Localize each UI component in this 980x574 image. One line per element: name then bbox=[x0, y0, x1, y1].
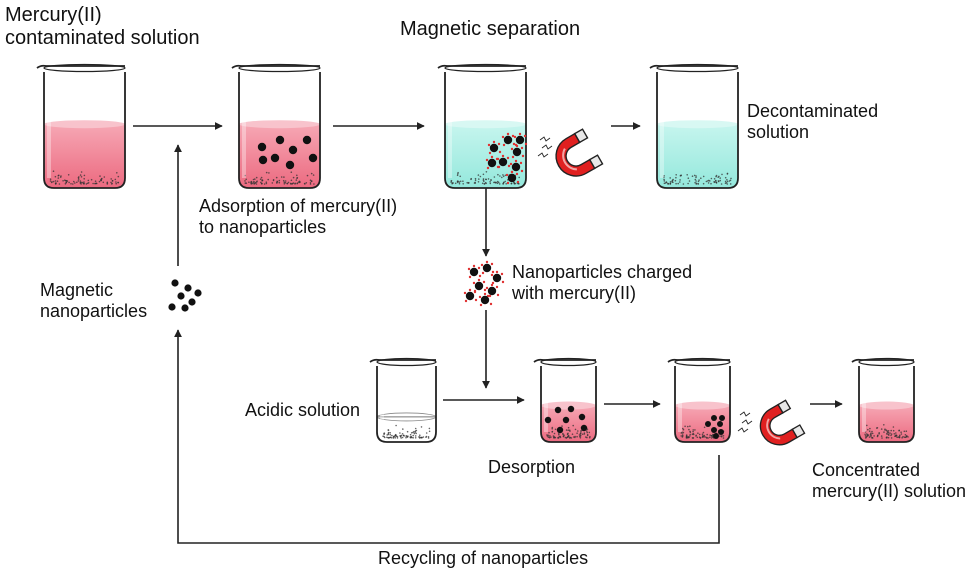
nanoparticle bbox=[177, 292, 185, 300]
nanoparticle bbox=[302, 135, 312, 145]
beaker-contaminated bbox=[36, 63, 126, 189]
charged-nanoparticle bbox=[472, 278, 487, 293]
nanoparticle bbox=[705, 421, 711, 427]
nanoparticle bbox=[718, 429, 724, 435]
nanoparticle bbox=[711, 427, 717, 433]
beaker-concentrated bbox=[851, 357, 915, 443]
nanoparticle bbox=[711, 415, 717, 421]
flow-arrows bbox=[133, 122, 843, 544]
nanoparticle bbox=[257, 142, 267, 152]
charged-nanoparticle bbox=[463, 288, 478, 303]
nanoparticle bbox=[580, 424, 588, 432]
charged-nanoparticle bbox=[485, 283, 500, 298]
beaker-magnet-separation bbox=[667, 357, 731, 443]
nanoparticle bbox=[554, 406, 562, 414]
nanoparticle bbox=[194, 289, 202, 297]
nanoparticle bbox=[719, 415, 725, 421]
nanoparticle bbox=[184, 284, 192, 292]
magnet-icon-bottom bbox=[759, 399, 806, 446]
nanoparticle bbox=[578, 413, 586, 421]
magnetic-field-icon-bottom bbox=[737, 411, 753, 433]
magnetic-field-icon-top bbox=[537, 136, 553, 158]
label-adsorption: Adsorption of mercury(II) to nanoparticl… bbox=[199, 196, 398, 237]
nanoparticle bbox=[258, 155, 268, 165]
label-concentrated: Concentrated mercury(II) solution bbox=[812, 460, 967, 501]
charged-nanoparticle bbox=[478, 292, 493, 307]
label-magnetic-separation: Magnetic separation bbox=[400, 18, 581, 40]
label-magnetic-nanoparticles: Magnetic nanoparticles bbox=[40, 280, 148, 321]
beaker-adsorption bbox=[231, 63, 321, 189]
charged-nanoparticle bbox=[501, 132, 516, 147]
magnets bbox=[537, 128, 806, 446]
nanoparticle bbox=[713, 433, 719, 439]
charged-nanoparticle bbox=[487, 140, 502, 155]
nanoparticle bbox=[270, 153, 280, 163]
label-recycling: Recycling of nanoparticles bbox=[378, 548, 589, 568]
nanoparticle bbox=[567, 405, 575, 413]
charged-nanoparticle bbox=[513, 132, 528, 147]
label-acidic: Acidic solution bbox=[245, 400, 361, 420]
nanoparticle bbox=[308, 153, 318, 163]
nanoparticle bbox=[275, 135, 285, 145]
nanoparticle bbox=[562, 416, 570, 424]
beakers bbox=[36, 63, 915, 443]
charged-nanoparticle bbox=[505, 170, 520, 185]
charged-nanoparticle bbox=[490, 270, 505, 285]
nanoparticle bbox=[556, 426, 564, 434]
magnet-icon-top bbox=[555, 128, 604, 177]
nanoparticle bbox=[171, 279, 179, 287]
charged-nanoparticle bbox=[510, 144, 525, 159]
charged-nanoparticle bbox=[480, 260, 495, 275]
particles bbox=[168, 132, 725, 439]
arrow-recycling-loop bbox=[174, 329, 720, 544]
label-charged: Nanoparticles charged with mercury(II) bbox=[512, 262, 693, 303]
beaker-decontaminated bbox=[649, 63, 739, 189]
nanoparticle bbox=[717, 421, 723, 427]
nanoparticle bbox=[188, 298, 196, 306]
nanoparticle bbox=[288, 145, 298, 155]
nanoparticle bbox=[168, 303, 176, 311]
charged-nanoparticle bbox=[467, 264, 482, 279]
beaker-acidic bbox=[369, 357, 437, 443]
nanoparticle bbox=[181, 304, 189, 312]
charged-nanoparticle bbox=[485, 155, 500, 170]
label-decontaminated: Decontaminated solution bbox=[747, 101, 879, 142]
label-desorption: Desorption bbox=[488, 457, 576, 477]
label-contaminated: Mercury(II) contaminated solution bbox=[5, 4, 200, 49]
nanoparticle bbox=[544, 416, 552, 424]
nanoparticle bbox=[285, 160, 295, 170]
